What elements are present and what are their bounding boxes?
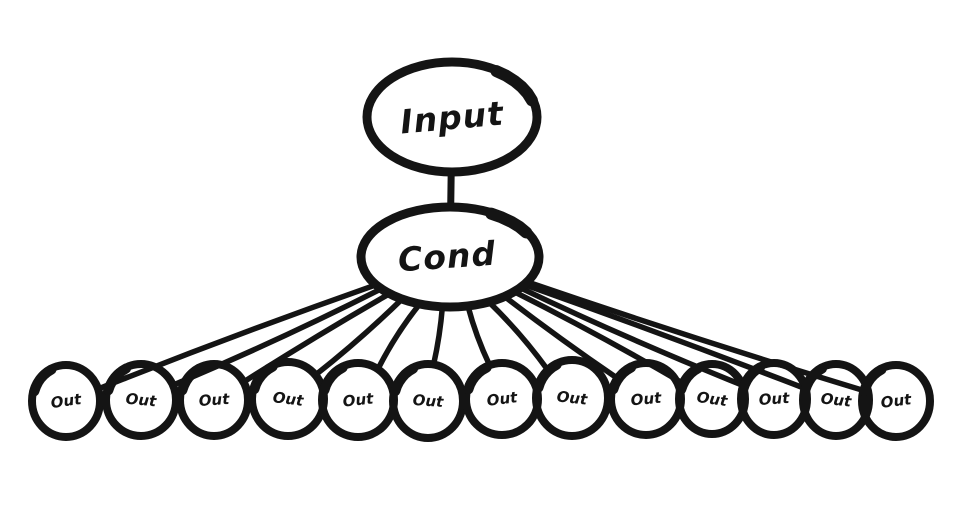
node-out-12-label: Out [820,389,853,410]
pen-overlap-mark [249,361,278,395]
node-out-12[interactable]: Out [799,360,873,440]
pen-overlap-mark [490,65,538,107]
input-ellipse [362,57,542,177]
edge-cond-out-5 [375,301,423,372]
edge-cond-out-12 [521,281,808,392]
pen-overlap-mark [800,363,827,396]
node-cond[interactable]: Cond [356,202,544,312]
node-cond-label: Cond [397,234,497,280]
node-out-13-label: Out [880,390,913,412]
pen-overlap-mark [103,363,132,396]
out-13-circle [858,361,934,441]
pen-overlap-mark [319,362,348,396]
node-input[interactable]: Input [362,57,542,177]
node-out-2-label: Out [125,390,158,411]
node-out-1[interactable]: Out [28,361,104,441]
pen-overlap-mark [390,363,419,397]
edge-input-cond [447,168,455,211]
node-out-8[interactable]: Out [532,356,612,440]
node-input-label: Input [399,94,506,142]
node-out-1-label: Out [50,390,84,412]
node-out-7[interactable]: Out [462,359,542,439]
edge-cond-out-11 [517,285,747,389]
node-out-9-label: Out [630,389,663,410]
node-out-3[interactable]: Out [176,360,252,440]
edges-layer [95,168,867,394]
pen-overlap-mark [177,363,205,396]
node-out-4[interactable]: Out [248,358,328,440]
node-out-6-label: Out [412,391,445,411]
pen-overlap-mark [676,363,703,395]
node-out-11-label: Out [758,389,791,409]
edge-cond-out-8 [486,299,551,373]
pen-overlap-mark [29,364,57,397]
edge-cond-out-2 [170,286,385,388]
pen-overlap-mark [533,359,562,393]
edge-cond-out-4 [312,296,405,378]
edge-cond-out-9 [501,293,621,382]
pen-overlap-mark [608,362,637,395]
edge-cond-out-1 [95,282,379,392]
node-out-8-label: Out [556,387,589,408]
pen-overlap-mark [859,364,887,397]
out-12-circle [799,360,873,440]
edge-cond-out-7 [465,303,493,368]
node-out-7-label: Out [486,388,519,410]
cond-ellipse [356,202,544,312]
edge-cond-out-6 [430,304,446,368]
node-out-6[interactable]: Out [389,360,467,442]
node-out-3-label: Out [198,390,231,410]
node-out-13[interactable]: Out [858,361,934,441]
node-out-5-label: Out [342,389,375,410]
out-1-circle [28,361,104,441]
node-out-5[interactable]: Out [318,359,398,441]
pen-overlap-mark [738,362,765,395]
out-3-circle [176,360,252,440]
node-out-10-label: Out [696,388,730,410]
pen-overlap-mark [485,207,533,239]
pen-overlap-mark [463,362,492,395]
node-out-9[interactable]: Out [607,359,685,439]
node-out-4-label: Out [272,388,305,410]
edge-cond-out-13 [524,279,867,394]
